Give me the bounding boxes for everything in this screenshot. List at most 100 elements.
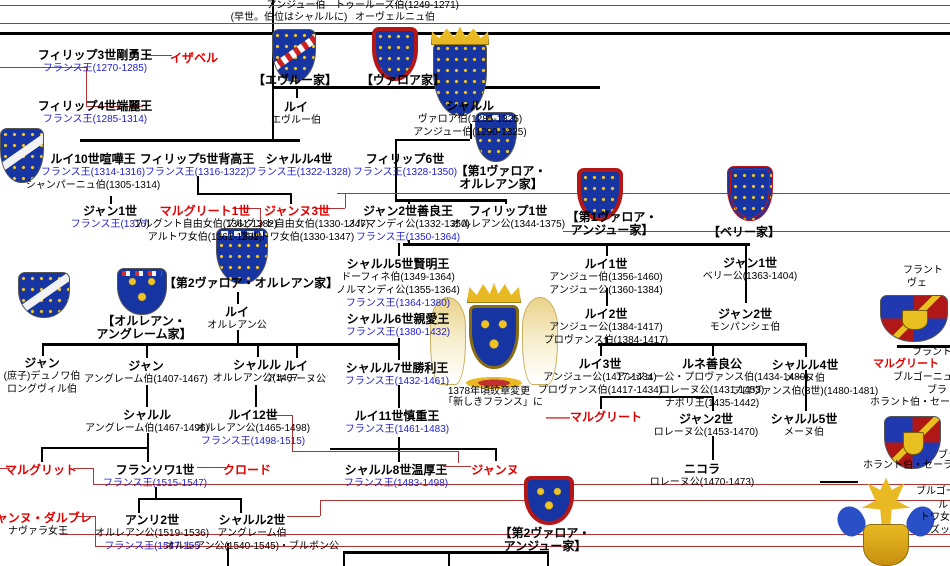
person-title: オルレアン公(1344-1375)	[450, 219, 566, 230]
person-title: ヴァロア伯(1285-1325)	[417, 114, 523, 125]
tree-connector	[343, 551, 547, 554]
tree-connector	[42, 343, 44, 356]
person-name: マルグリット	[4, 463, 78, 477]
tree-connector	[146, 343, 148, 358]
person-name: フランソワ1世	[115, 463, 195, 477]
edge-fragment-text: ル	[938, 500, 948, 511]
champagne-arms	[0, 128, 44, 183]
valois-arms	[372, 27, 418, 81]
marriage-line	[95, 516, 96, 546]
tree-connector	[41, 447, 43, 462]
person-title: プロヴァンス伯(1417-1434)	[537, 385, 663, 396]
tree-connector	[330, 448, 497, 450]
tree-connector	[110, 196, 112, 204]
person-name: ジャン2世	[678, 412, 734, 426]
tree-connector	[197, 176, 199, 193]
person-name: シャルル4世	[771, 358, 839, 372]
valois-orleans1-arms	[475, 112, 517, 162]
person-title: オルレアン公	[207, 320, 267, 331]
valois-orleans2-arms	[216, 228, 268, 284]
person-title: フランス王(1314-1316)	[40, 167, 146, 178]
person-node: マルグリート1世ブルグント自由女伯(1361-1382)アルトワ女伯(1361-…	[133, 204, 277, 244]
person-node: ジャンヌ3世ブルグント自由女伯(1330-1347)アルトワ女伯(1330-13…	[225, 204, 369, 244]
evreux-arms-bend	[273, 33, 315, 74]
person-node: ルイ2世アンジュー公(1384-1417)プロヴァンス伯(1384-1417)	[544, 307, 668, 347]
edge-fragment-text: フラント	[912, 347, 950, 358]
tree-connector	[257, 343, 259, 357]
person-node: ジャンアングレーム伯(1407-1467)	[84, 359, 208, 386]
marriage-line	[86, 67, 87, 106]
tree-connector	[237, 292, 239, 304]
person-title: プロヴァンス伯(3世)(1480-1481)	[731, 386, 879, 397]
france-ancient-arms-field	[433, 42, 487, 116]
tree-connector	[138, 498, 140, 513]
tree-connector	[398, 343, 400, 360]
tree-connector	[712, 436, 714, 460]
marriage-line	[0, 468, 10, 469]
house-label: 【エヴルー家】	[253, 74, 337, 87]
person-title: モンパンシェ伯	[709, 322, 781, 333]
person-title: アンジュー公(1384-1417)	[549, 322, 663, 333]
person-title: ロレーヌ公(1431-1453)	[659, 385, 765, 396]
tree-connector	[805, 370, 807, 411]
person-name: ジャンヌ3世	[263, 204, 331, 218]
person-title: ドーフィネ伯(1349-1364)	[341, 272, 455, 283]
person-title: (庶子)デュノワ伯	[3, 371, 81, 382]
person-title: アンジュー伯(1356-1460)	[549, 272, 663, 283]
person-node: ジャン2世モンパンシェ伯	[710, 307, 781, 334]
person-name: マルグリート1世	[159, 204, 251, 218]
marriage-line	[267, 415, 292, 416]
marriage-line	[320, 500, 950, 501]
person-title: フランス王(1461-1483)	[344, 424, 450, 435]
person-node: ルイオルレアン公	[207, 305, 267, 332]
france-modern-arms-with-angels	[428, 283, 560, 395]
person-title: ブルグント自由女伯(1330-1347)	[224, 219, 370, 230]
person-name: ルイ	[283, 100, 308, 114]
person-node: シャルル6世親愛王フランス王(1380-1432)	[346, 312, 450, 339]
person-title: ベリー公(1363-1404)	[702, 271, 798, 282]
tree-connector	[237, 330, 239, 343]
person-node: ルイ10世喧嘩王フランス王(1314-1316)シャンパーニュ伯(1305-13…	[26, 152, 160, 192]
valois-anjou2-arms-field	[524, 476, 574, 525]
person-name: ルイ1世	[584, 257, 628, 271]
valois-arms-field	[372, 27, 418, 81]
marriage-line	[0, 5, 950, 6]
person-title: ナヴァラ女王	[8, 526, 68, 537]
person-title: ノルマンディ公(1355-1364)	[336, 285, 460, 296]
person-name: ルイ	[283, 359, 308, 373]
edge-fragment-text: ヴェ	[907, 278, 927, 289]
tree-connector	[547, 551, 549, 566]
house-label-line: 【エヴルー家】	[252, 73, 338, 87]
tree-connector	[343, 551, 345, 566]
tree-connector	[240, 498, 242, 513]
person-name: シャルル2世	[218, 513, 286, 527]
person-name: ルイ3世	[578, 357, 622, 371]
person-title: ロレーヌ公(1453-1470)	[653, 427, 759, 438]
tree-connector	[42, 343, 398, 346]
longueville-arms-field	[18, 272, 70, 318]
person-node: フィリップ6世フランス王(1328-1350)	[353, 152, 457, 179]
person-title: アンジュー伯(1290-1325)	[413, 127, 527, 138]
marriage-line	[77, 516, 95, 517]
person-node: シャルルヴァロア伯(1285-1325) アンジュー伯(1290-1325)	[413, 99, 526, 139]
house-label-line: 【第2ヴァロア・	[499, 526, 591, 540]
tree-connector	[403, 243, 750, 246]
person-name: シャルル	[445, 99, 495, 113]
tree-connector	[398, 338, 400, 343]
person-name: シャルル4世	[265, 152, 333, 166]
person-name: シャルル	[122, 408, 172, 422]
marriage-line	[146, 55, 172, 56]
tree-connector	[146, 385, 148, 407]
person-name: フィリップ3世剛勇王	[37, 48, 153, 62]
person-node: ルイ12世オルレアン公(1465-1498)フランス王(1498-1515)	[196, 408, 310, 448]
person-node: ルネ善良公アンジュー公・プロヴァンス伯(1434-1480)ロレーヌ公(1431…	[615, 357, 808, 410]
orleans-angouleme-arms	[117, 268, 167, 315]
house-label: 【第1ヴァロア・アンジュー家】	[567, 211, 658, 237]
person-node: アンリ2世オルレアン公(1519-1536)フランス王(1547-155	[95, 513, 209, 553]
person-title: ロレーヌ公(1470-1473)	[649, 477, 755, 488]
person-title: ノルマンディ公(1332-1350)	[346, 219, 470, 230]
tree-connector	[398, 243, 400, 256]
house-label: 【第2ヴァロア・オルレアン家】	[164, 277, 338, 290]
person-title: シャンパーニュ伯(1305-1314)	[25, 180, 161, 191]
